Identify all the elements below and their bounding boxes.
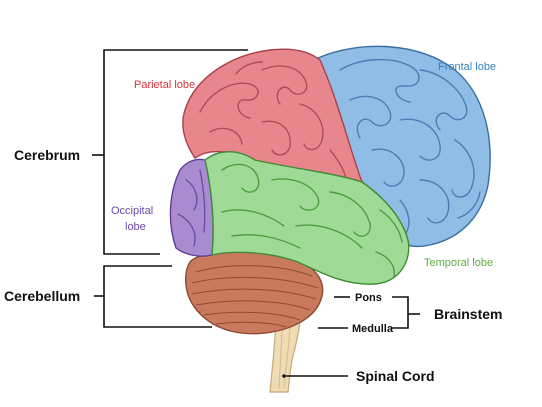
spinal-cord-dot: [282, 374, 286, 378]
parietal-lobe-shape: [182, 48, 364, 184]
cerebellum-bracket: [94, 265, 212, 328]
occipital-lobe-shape: [169, 158, 214, 257]
occipital-lobe-label-line1: Occipital: [111, 205, 153, 217]
cerebrum-bracket: [92, 49, 248, 255]
temporal-lobe-shape: [204, 151, 410, 285]
cerebellum-label: Cerebellum: [4, 288, 80, 304]
brainstem-bracket: [392, 296, 420, 329]
parietal-lobe-label: Parietal lobe: [134, 79, 195, 91]
temporal-lobe-label: Temporal lobe: [424, 257, 493, 269]
brainstem-label: Brainstem: [434, 306, 502, 322]
occipital-lobe-label-line2: lobe: [125, 221, 146, 233]
medulla-label: Medulla: [352, 323, 394, 335]
pons-label: Pons: [355, 292, 382, 304]
cerebrum-label: Cerebrum: [14, 147, 80, 163]
frontal-lobe-label: Frontal lobe: [438, 61, 496, 73]
spinal-cord-label: Spinal Cord: [356, 368, 435, 384]
